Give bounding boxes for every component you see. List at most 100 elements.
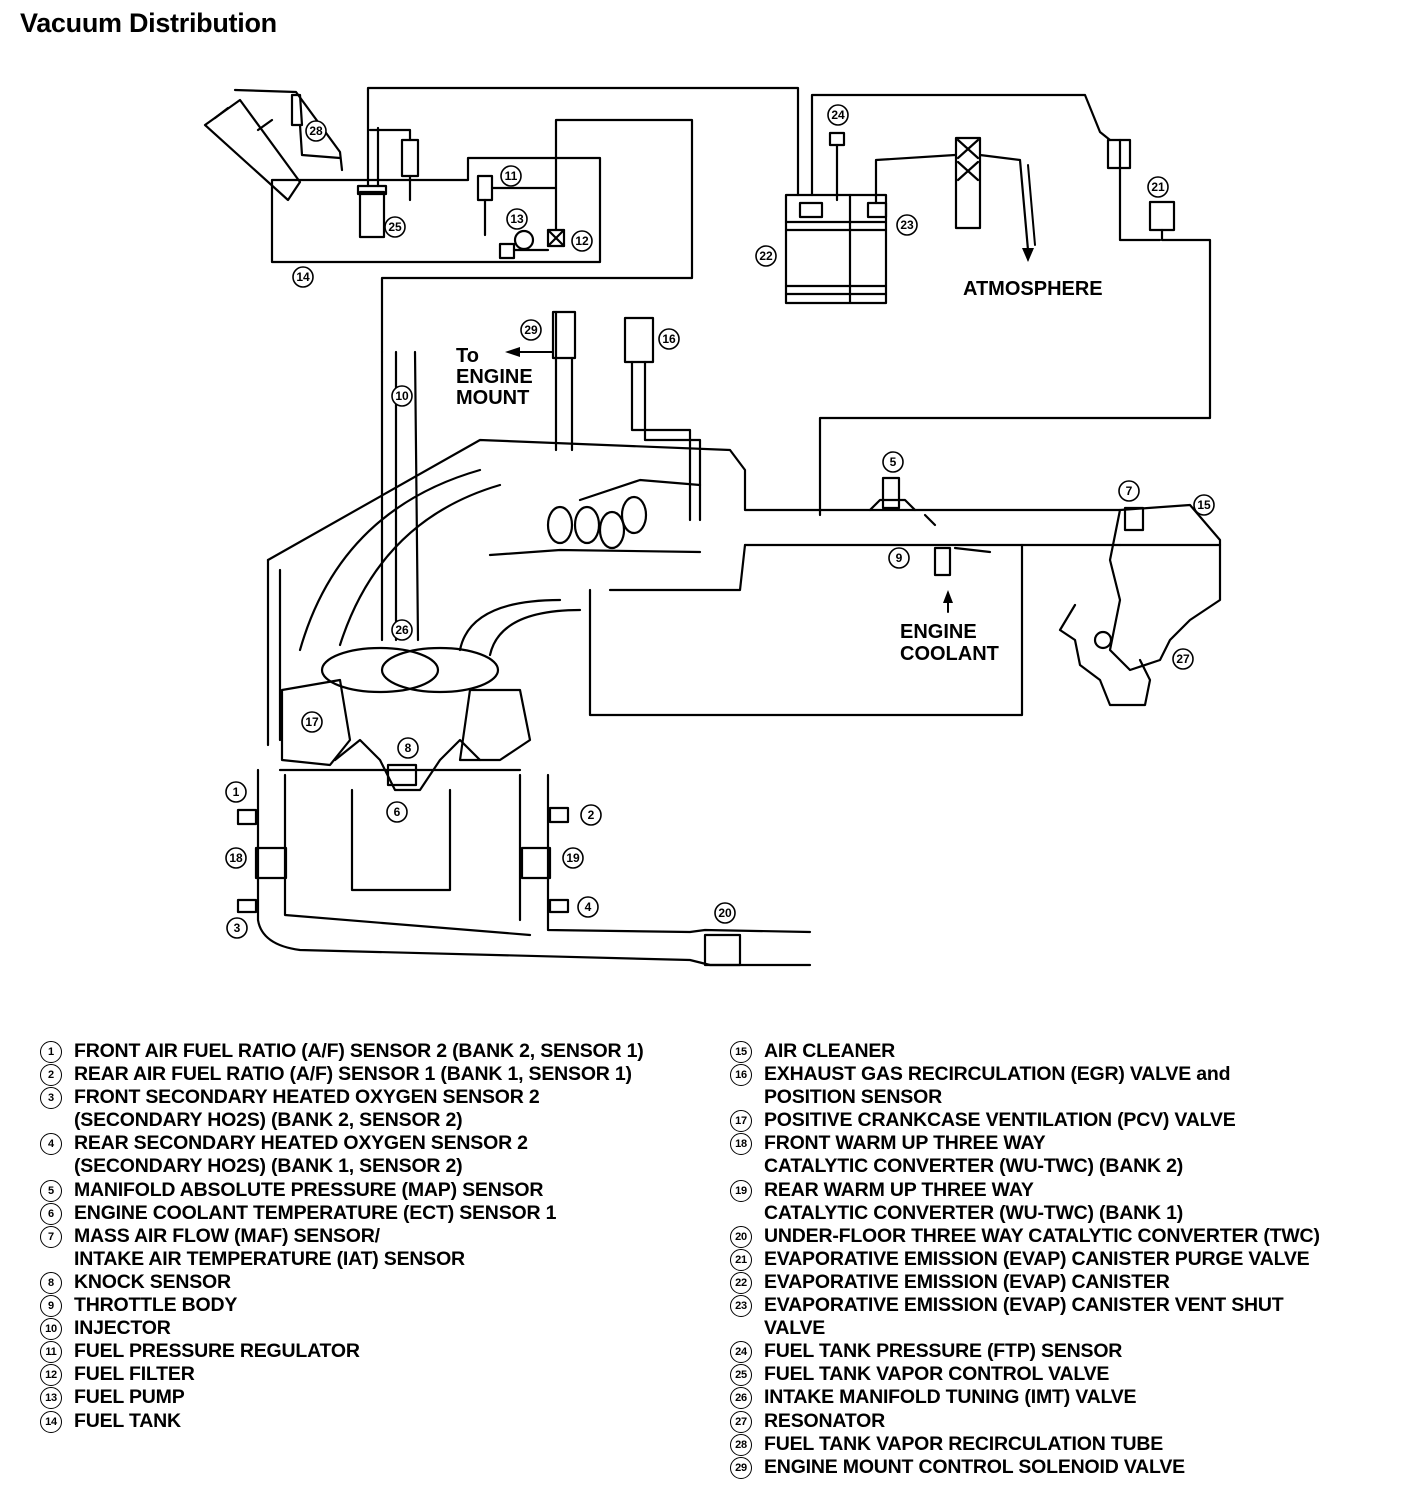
- to-engine-mount-label: To: [456, 345, 479, 367]
- callout-number: 9: [896, 551, 903, 565]
- callout-number: 19: [566, 851, 580, 865]
- legend-text: FUEL PUMP: [74, 1386, 185, 1409]
- legend-number: 11: [40, 1341, 62, 1364]
- legend-number: 14: [40, 1410, 62, 1433]
- callout-6: 6: [386, 801, 408, 823]
- legend-text: INJECTOR: [74, 1317, 171, 1340]
- callout-number: 10: [395, 389, 409, 403]
- legend-number: 4: [40, 1133, 62, 1156]
- callout-4: 4: [577, 896, 599, 918]
- legend-number: 21: [730, 1248, 752, 1271]
- callout-1: 1: [225, 781, 247, 803]
- callout-3: 3: [226, 917, 248, 939]
- callout-number: 12: [575, 234, 589, 248]
- legend-number: 13: [40, 1387, 62, 1410]
- atmosphere-label: ATMOSPHERE: [963, 278, 1103, 300]
- page-title: Vacuum Distribution: [20, 8, 277, 38]
- callout-24: 24: [827, 104, 849, 126]
- callout-number: 25: [388, 220, 402, 234]
- legend-item: 14 FUEL TANK: [40, 1410, 644, 1433]
- callout-number: 16: [662, 332, 676, 346]
- callout-number: 27: [1176, 652, 1190, 666]
- legend-number: 25: [730, 1364, 752, 1387]
- legend-number: 29: [730, 1456, 752, 1479]
- resonator: [1058, 603, 1152, 707]
- air-cleaner: [1108, 503, 1222, 672]
- legend-number: 12: [40, 1364, 62, 1387]
- legend-number: 8: [40, 1271, 62, 1294]
- fuel-filler-neck: [203, 88, 344, 202]
- legend-number: 27: [730, 1410, 752, 1433]
- legend-number: 10: [40, 1318, 62, 1341]
- callout-number: 13: [510, 212, 524, 226]
- legend-text: FUEL TANK: [74, 1409, 181, 1432]
- legend-number: 26: [730, 1387, 752, 1410]
- legend-text: RESONATOR: [764, 1409, 885, 1432]
- legend-text: EVAPORATIVE EMISSION (EVAP) CANISTER: [764, 1270, 1170, 1293]
- callout-27: 27: [1172, 648, 1194, 670]
- callout-number: 22: [759, 249, 773, 263]
- callout-11: 11: [500, 165, 522, 187]
- legend-text: FUEL TANK PRESSURE (FTP) SENSOR: [764, 1340, 1123, 1363]
- legend-number: 7: [40, 1225, 62, 1248]
- callout-9: 9: [888, 547, 910, 569]
- evap-canister-purge-valve: [818, 138, 1212, 517]
- legend-number: 1: [40, 1041, 62, 1063]
- callout-number: 11: [505, 169, 518, 183]
- callout-10: 10: [391, 385, 413, 407]
- callout-12: 12: [571, 230, 593, 252]
- callout-17: 17: [301, 711, 323, 733]
- callout-13: 13: [506, 208, 528, 230]
- callout-2: 2: [580, 804, 602, 826]
- callout-number: 6: [394, 805, 401, 819]
- legend-text: MASS AIR FLOW (MAF) SENSOR/ INTAKE AIR T…: [74, 1224, 465, 1270]
- legend-number: 18: [730, 1133, 752, 1156]
- legend-text: MANIFOLD ABSOLUTE PRESSURE (MAP) SENSOR: [74, 1178, 544, 1201]
- callout-number: 5: [890, 455, 897, 469]
- legend-number: 15: [730, 1041, 752, 1063]
- legend-number: 16: [730, 1064, 752, 1087]
- legend-text: FRONT SECONDARY HEATED OXYGEN SENSOR 2 (…: [74, 1086, 540, 1132]
- legend-item: 8 KNOCK SENSOR: [40, 1271, 644, 1294]
- legend-number: 17: [730, 1110, 752, 1133]
- legend-number: 20: [730, 1225, 752, 1248]
- legend-number: 6: [40, 1202, 62, 1225]
- callout-number: 18: [229, 851, 243, 865]
- legend-text: KNOCK SENSOR: [74, 1270, 231, 1293]
- legend-number: 9: [40, 1295, 62, 1318]
- callout-number: 14: [296, 270, 310, 284]
- callout-29: 29: [520, 319, 542, 341]
- engine-coolant-label: ENGINE: [900, 621, 977, 643]
- callout-22: 22: [755, 245, 777, 267]
- callout-7: 7: [1118, 480, 1140, 502]
- callout-23: 23: [896, 214, 918, 236]
- throttle-body: [868, 476, 992, 577]
- legend-text: FUEL TANK VAPOR RECIRCULATION TUBE: [764, 1432, 1164, 1455]
- evap-canister: [784, 131, 1030, 305]
- callout-5: 5: [882, 451, 904, 473]
- legend-item: 12 FUEL FILTER: [40, 1363, 644, 1387]
- legend-text: FUEL FILTER: [74, 1363, 195, 1386]
- callout-number: 24: [831, 108, 845, 122]
- callout-26: 26: [391, 619, 413, 641]
- callout-number: 8: [405, 741, 412, 755]
- fuel-tank-vapor-control-valve: [356, 88, 420, 239]
- legend-text: FUEL PRESSURE REGULATOR: [74, 1340, 360, 1363]
- exhaust-system: [236, 768, 812, 967]
- legend-text: THROTTLE BODY: [74, 1294, 238, 1317]
- callout-8: 8: [397, 737, 419, 759]
